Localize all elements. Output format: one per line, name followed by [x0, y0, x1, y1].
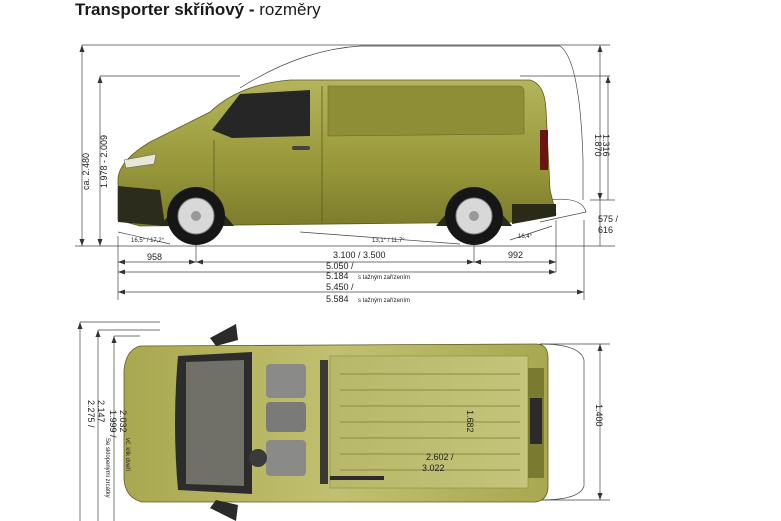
- cargo-height-outer-label: 1.870: [593, 134, 603, 157]
- title-regular: rozměry: [254, 0, 321, 19]
- page-title: Transporter skříňový - rozměry: [75, 0, 321, 20]
- title-bold: Transporter skříňový -: [75, 0, 255, 19]
- approach-angle-label: 16,5° / 17,2°: [131, 238, 165, 244]
- width-open-alt-label: 2.147: [96, 400, 106, 423]
- width-body-label: 1.999 /: [108, 410, 118, 438]
- rear-overhang-label: 992: [508, 250, 523, 260]
- top-dimension-lines: [79, 321, 610, 521]
- cargo-width-rear-label: 1.400: [594, 404, 604, 427]
- length-long-hitch-note: s tažným zařízením: [358, 298, 410, 304]
- cargo-length-label: 2.602 /: [426, 452, 454, 462]
- departure-angle-label: 16,4°: [518, 234, 533, 240]
- length-long-label: 5.450 /: [326, 282, 354, 292]
- width-open-label: 2.275 /: [86, 400, 96, 428]
- width-mirrors-note: vč. klik dveří: [124, 438, 130, 471]
- height-range-label: 1.978 - 2.009: [99, 135, 109, 188]
- width-mirrors-label: 2.032: [118, 410, 128, 433]
- total-height-label: ca. 2.480: [81, 153, 91, 190]
- van-side-illustration: [117, 79, 557, 245]
- front-overhang-label: 958: [147, 252, 162, 262]
- load-sill-height-label: 575 /: [598, 214, 619, 224]
- cargo-width-inner-label: 1.682: [465, 410, 475, 433]
- side-dimension-lines: [75, 44, 615, 300]
- length-long-hitch-label: 5.584: [326, 294, 349, 304]
- length-short-label: 5.050 /: [326, 261, 354, 271]
- top-view: 1.999 / 2.032 vč. klik dveří 2.275 / 2.1…: [77, 321, 610, 521]
- length-short-hitch-label: 5.184: [326, 271, 349, 281]
- cargo-height-inner-label: 1.316: [601, 134, 611, 157]
- width-open-note: Se sklopenými zrcátky: [104, 438, 110, 498]
- side-view: ca. 2.480 1.978 - 2.009 1.870 1.316 575 …: [75, 44, 619, 304]
- load-sill-height-alt-label: 616: [598, 225, 613, 235]
- cargo-floor-ribs: [340, 373, 520, 471]
- cargo-length-alt-label: 3.022: [422, 463, 445, 473]
- side-arrowheads: [79, 45, 611, 295]
- length-short-hitch-note: s tažným zařízením: [358, 275, 410, 281]
- wheelbase-label: 3.100 / 3.500: [333, 250, 386, 260]
- ramp-angle-label: 13,1° / 11,7°: [372, 238, 405, 244]
- van-top-illustration: [123, 324, 549, 521]
